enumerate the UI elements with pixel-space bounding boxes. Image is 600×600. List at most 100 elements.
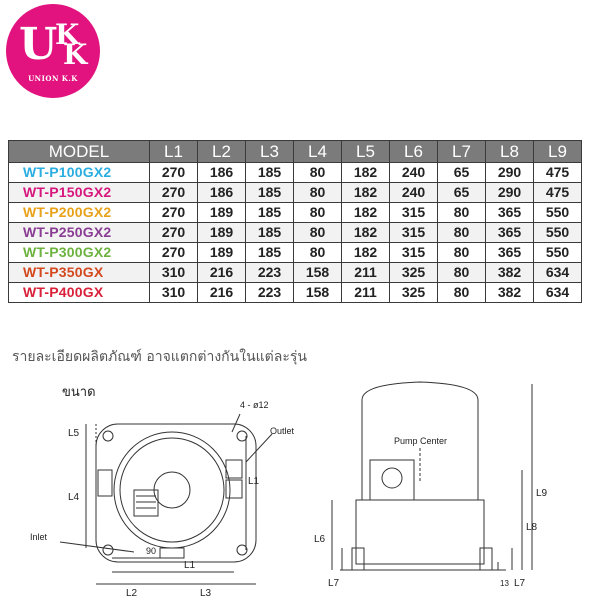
label-l7-left: L7 [328,578,340,589]
mount-hole-icon [236,544,248,556]
label-l4: L4 [68,492,80,503]
dimension-cell: 182 [341,222,390,243]
disclaimer-note: รายละเอียดผลิตภัณฑ์ อาจแตกต่างกันในแต่ละ… [12,349,307,365]
label-l7-right: L7 [514,578,526,589]
dimension-cell: 189 [197,222,246,243]
label-l3: L3 [200,588,212,599]
dimension-cell: 185 [245,162,294,183]
dimension-cell: 365 [485,242,534,263]
label-l5: L5 [68,428,80,439]
pump-center-circle [153,471,191,509]
dimension-cell: 182 [341,182,390,203]
label-l8: L8 [526,522,538,533]
logo-subtitle: UNION K.K [28,73,78,83]
label-l1: L1 [184,560,196,571]
dimension-drawing: ขนาด 4 - ø12 Outlet Inlet L5 L4 L1 L1 90… [30,381,548,599]
inlet-port [159,547,185,559]
label-90: 90 [146,546,156,556]
brand-logo: U K K UNION K.K [6,4,100,98]
label-plate [133,489,159,517]
mount-hole-icon [102,430,114,442]
dimension-cell: 315 [389,242,438,263]
label-pump-center: Pump Center [394,436,447,446]
dimension-cell: 80 [293,182,342,203]
dimension-cell: 550 [533,202,582,223]
column-header: L3 [245,140,294,163]
pump-leg [479,547,493,571]
pump-motor-body [361,381,479,501]
dimension-cell: 158 [293,262,342,283]
dimension-cell: 325 [389,282,438,303]
dimension-cell: 80 [293,222,342,243]
dimension-cell: 185 [245,202,294,223]
outlet-port [225,459,243,479]
dimension-cell: 270 [149,242,198,263]
side-port [97,469,113,497]
dimension-cell: 216 [197,262,246,283]
dimension-cell: 189 [197,242,246,263]
logo-letter-u: U [19,18,58,70]
dimension-cell: 240 [389,182,438,203]
mount-hole-icon [236,430,248,442]
column-header: MODEL [8,140,150,163]
label-holes: 4 - ø12 [240,400,269,410]
label-l1-vertical: L1 [248,476,260,487]
model-name-cell: WT-P100GX2 [8,162,150,183]
logo-mark: U K K [17,18,89,71]
column-header: L1 [149,140,198,163]
dimension-cell: 315 [389,222,438,243]
dimension-cell: 223 [245,282,294,303]
dimension-cell: 382 [485,282,534,303]
dimension-cell: 270 [149,182,198,203]
dimension-cell: 189 [197,202,246,223]
dimension-cell: 382 [485,262,534,283]
dimension-cell: 211 [341,262,390,283]
dimension-cell: 182 [341,162,390,183]
dimension-cell: 290 [485,162,534,183]
base-plate [95,423,257,563]
dimension-cell: 185 [245,242,294,263]
column-header: L2 [197,140,246,163]
dimension-cell: 211 [341,282,390,303]
dimension-cell: 186 [197,162,246,183]
dimension-cell: 550 [533,222,582,243]
column-header: L8 [485,140,534,163]
model-name-cell: WT-P350GX [8,262,150,283]
model-name-cell: WT-P250GX2 [8,222,150,243]
model-name-cell: WT-P400GX [8,282,150,303]
table-header-row: MODEL L1 L2 L3 L4 L5 L6 L7 L8 L9 [8,140,582,163]
dimension-cell: 80 [293,202,342,223]
dimension-cell: 634 [533,262,582,283]
label-outlet: Outlet [270,426,295,436]
label-l2: L2 [126,588,138,599]
dimension-cell: 216 [197,282,246,303]
logo-letter-k-lower: K [63,37,88,71]
dimension-cell: 182 [341,242,390,263]
dimension-cell: 310 [149,282,198,303]
label-l6: L6 [314,534,326,545]
drawing-title: ขนาด [62,384,96,399]
label-13: 13 [500,579,509,588]
dimension-cell: 240 [389,162,438,183]
dimension-cell: 80 [437,262,486,283]
mount-hole-icon [102,544,114,556]
dimension-cell: 223 [245,262,294,283]
pump-base-tank [355,499,485,565]
dimension-cell: 80 [437,242,486,263]
pump-body-inner-circle [119,437,225,543]
label-l9: L9 [536,488,548,499]
dimension-cell: 270 [149,202,198,223]
dimension-cell: 185 [245,182,294,203]
dimension-cell: 475 [533,162,582,183]
column-header: L5 [341,140,390,163]
model-name-cell: WT-P150GX2 [8,182,150,203]
dimension-cell: 158 [293,282,342,303]
dimension-cell: 475 [533,182,582,203]
